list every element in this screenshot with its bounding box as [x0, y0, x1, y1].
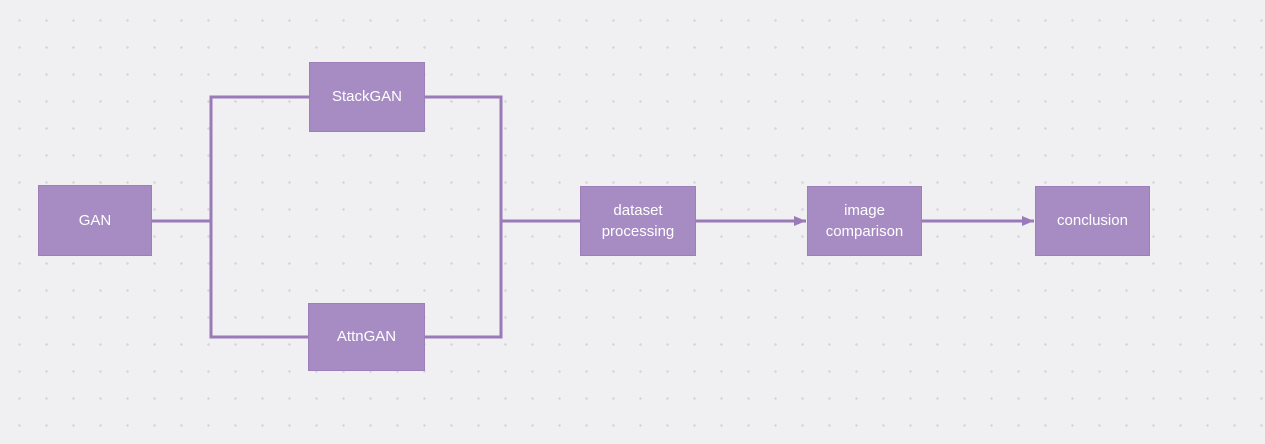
node-gan[interactable]: GAN — [38, 185, 152, 256]
node-conclusion[interactable]: conclusion — [1035, 186, 1150, 256]
node-image-comparison-label: image comparison — [825, 201, 904, 240]
edge-merge-stackgan-attngan[interactable] — [425, 95, 503, 339]
node-attngan-label: AttnGAN — [336, 328, 397, 346]
node-conclusion-label: conclusion — [1057, 212, 1128, 230]
edge-branch-stackgan-attngan[interactable] — [209, 95, 309, 339]
node-dataset-processing[interactable]: dataset processing — [580, 186, 696, 256]
node-attngan[interactable]: AttnGAN — [308, 303, 425, 371]
node-gan-label: GAN — [78, 211, 112, 229]
node-stackgan-label: StackGAN — [331, 88, 403, 106]
node-dataset-processing-label: dataset processing — [601, 201, 675, 240]
node-stackgan[interactable]: StackGAN — [309, 62, 425, 132]
node-image-comparison[interactable]: image comparison — [807, 186, 922, 256]
